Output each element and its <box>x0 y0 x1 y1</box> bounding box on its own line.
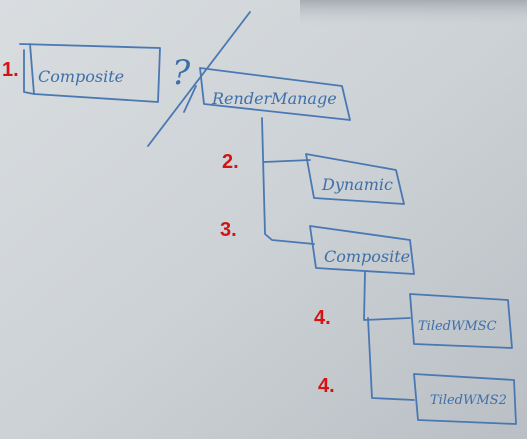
render-manager-box: RenderManage <box>199 67 351 121</box>
annotation-number-4a: 4. <box>314 307 331 329</box>
composite-left-label: Composite <box>38 67 124 86</box>
tiled-wms2-branch-connector <box>367 317 415 401</box>
annotation-number-4b: 4. <box>318 375 335 397</box>
question-mark: ? <box>172 53 191 93</box>
tiled-wmsc-branch-connector <box>363 271 411 321</box>
composite-right-label: Composite <box>324 247 410 266</box>
strike-line-short <box>183 85 197 113</box>
tiled-wmsc-box: TiledWMSC <box>409 293 513 349</box>
board-top-shadow <box>300 0 527 28</box>
annotation-number-1: 1. <box>2 59 19 81</box>
tiled-wms2-box: TiledWMS2 <box>413 373 517 425</box>
tiled-wms2-label: TiledWMS2 <box>430 393 507 408</box>
annotation-number-2: 2. <box>222 151 239 173</box>
annotation-number-3: 3. <box>220 219 237 241</box>
composite-left-box: Composite <box>19 43 161 103</box>
dynamic-box: Dynamic <box>305 153 405 205</box>
render-manager-label: RenderManage <box>211 89 337 108</box>
tiled-wmsc-label: TiledWMSC <box>418 319 497 334</box>
dynamic-label: Dynamic <box>321 175 393 194</box>
tree-trunk-connector <box>261 117 315 245</box>
dynamic-branch-connector <box>263 159 311 163</box>
composite-right-box: Composite <box>309 225 415 275</box>
strike-line-long <box>147 11 251 147</box>
